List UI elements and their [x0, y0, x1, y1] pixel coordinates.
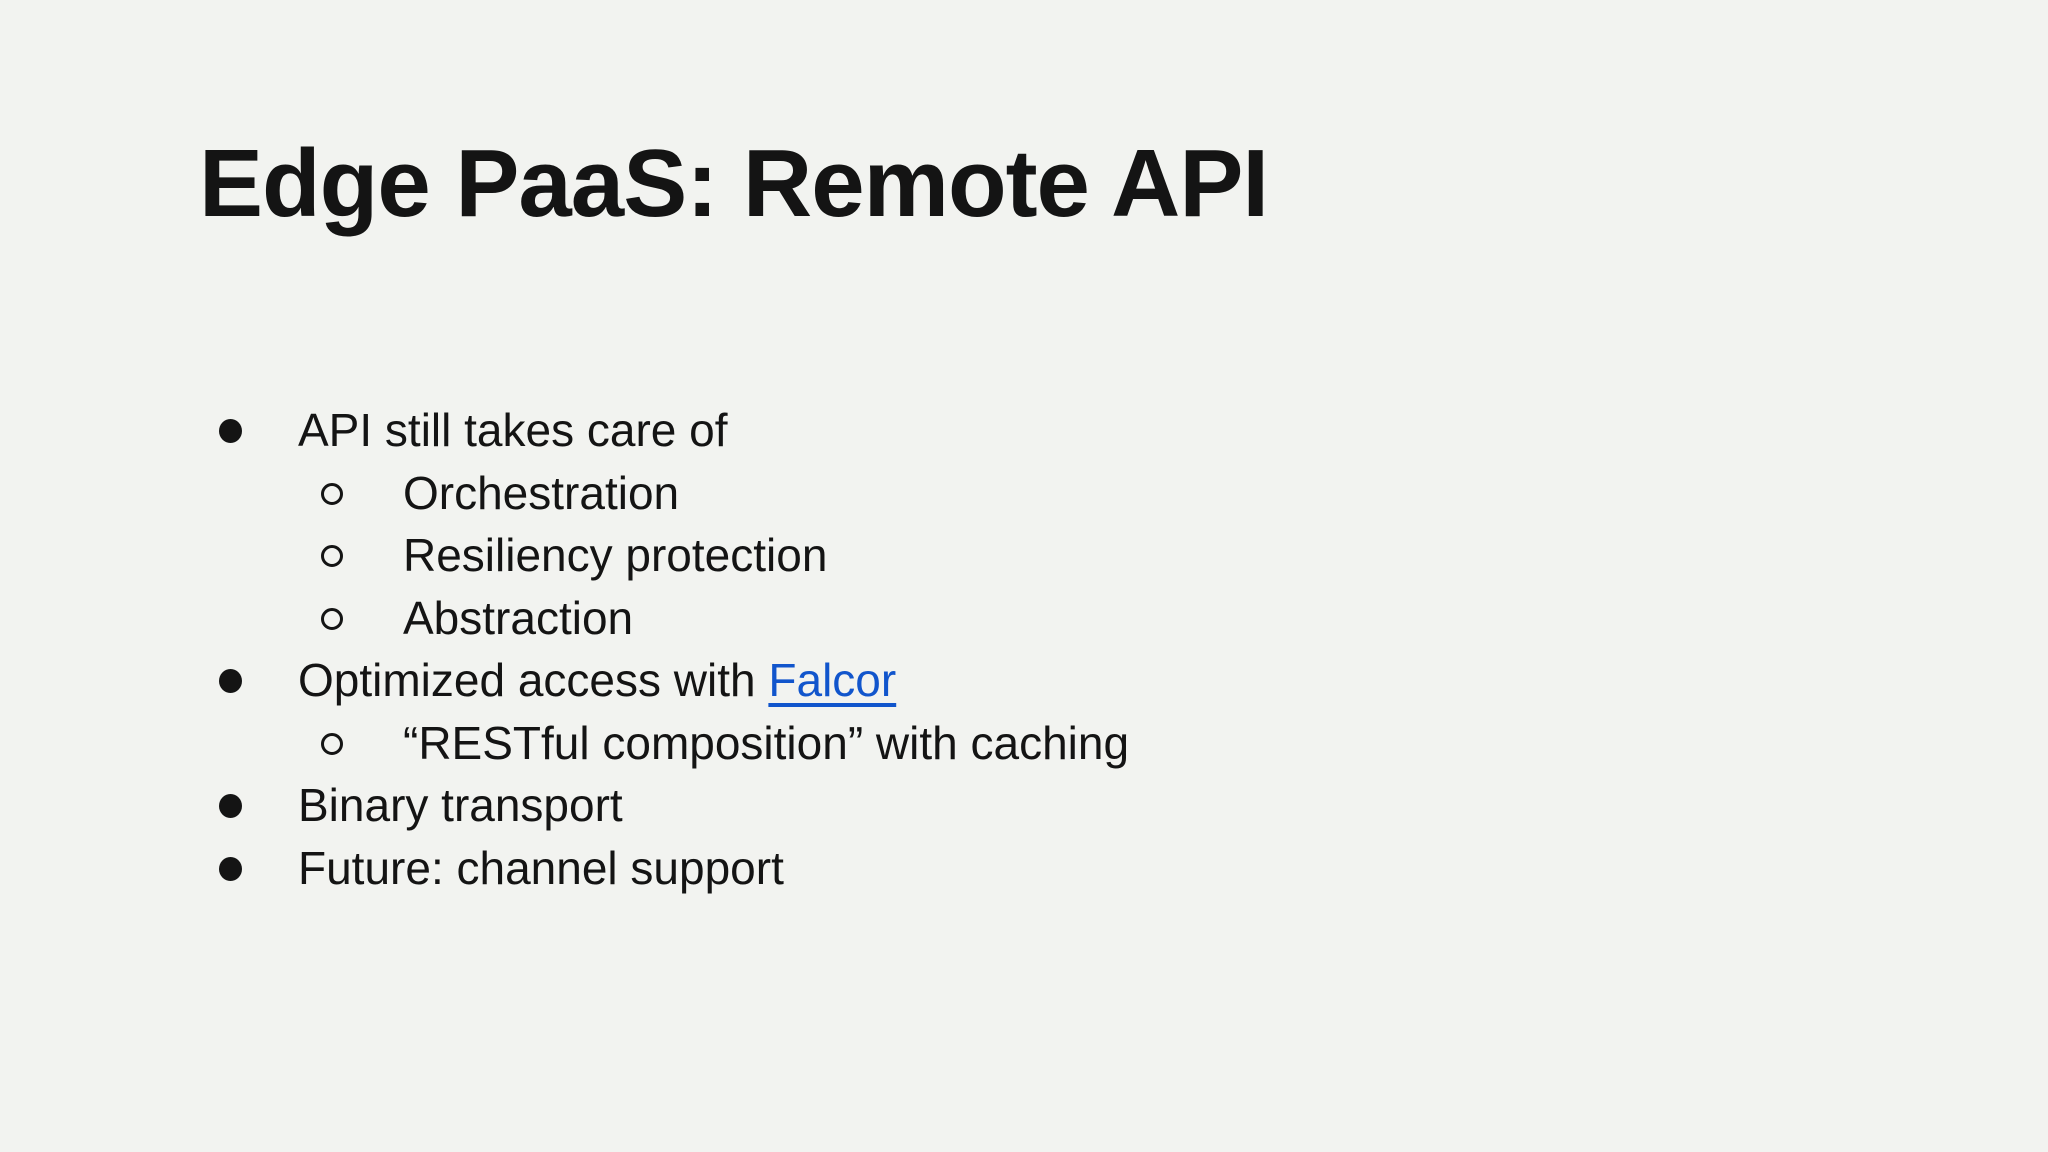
- slide-title: Edge PaaS: Remote API: [199, 130, 1269, 237]
- filled-bullet-icon: [219, 794, 242, 818]
- bullet-text: Optimized access with: [298, 654, 769, 706]
- bullet-item: Optimized access with Falcor: [0, 649, 2048, 712]
- bullet-text: Future: channel support: [298, 841, 784, 894]
- hollow-bullet-icon: [321, 732, 343, 755]
- filled-bullet-icon: [219, 669, 242, 693]
- bullet-text: Abstraction: [403, 591, 634, 644]
- hollow-bullet-icon: [321, 607, 343, 630]
- sub-bullet-item: Abstraction: [0, 587, 2048, 650]
- bullet-text: API still takes care of: [298, 404, 728, 456]
- bullet-item: API still takes care of: [0, 399, 2048, 462]
- hollow-bullet-icon: [321, 482, 343, 505]
- filled-bullet-icon: [219, 419, 242, 443]
- bullet-text: Resiliency protection: [403, 529, 828, 581]
- falcor-link[interactable]: Falcor: [768, 654, 897, 706]
- sub-bullet-item: “RESTful composition” with caching: [0, 712, 2048, 775]
- hollow-bullet-icon: [321, 545, 343, 567]
- bullet-item: Future: channel support: [0, 837, 2048, 900]
- bullet-text: Orchestration: [403, 466, 680, 519]
- sub-bullet-item: Orchestration: [0, 462, 2048, 525]
- filled-bullet-icon: [219, 856, 242, 881]
- bullet-text: “RESTful composition” with caching: [403, 716, 1130, 769]
- bullet-text: Binary transport: [298, 779, 623, 831]
- bullet-item: Binary transport: [0, 774, 2048, 837]
- sub-bullet-item: Resiliency protection: [0, 524, 2048, 587]
